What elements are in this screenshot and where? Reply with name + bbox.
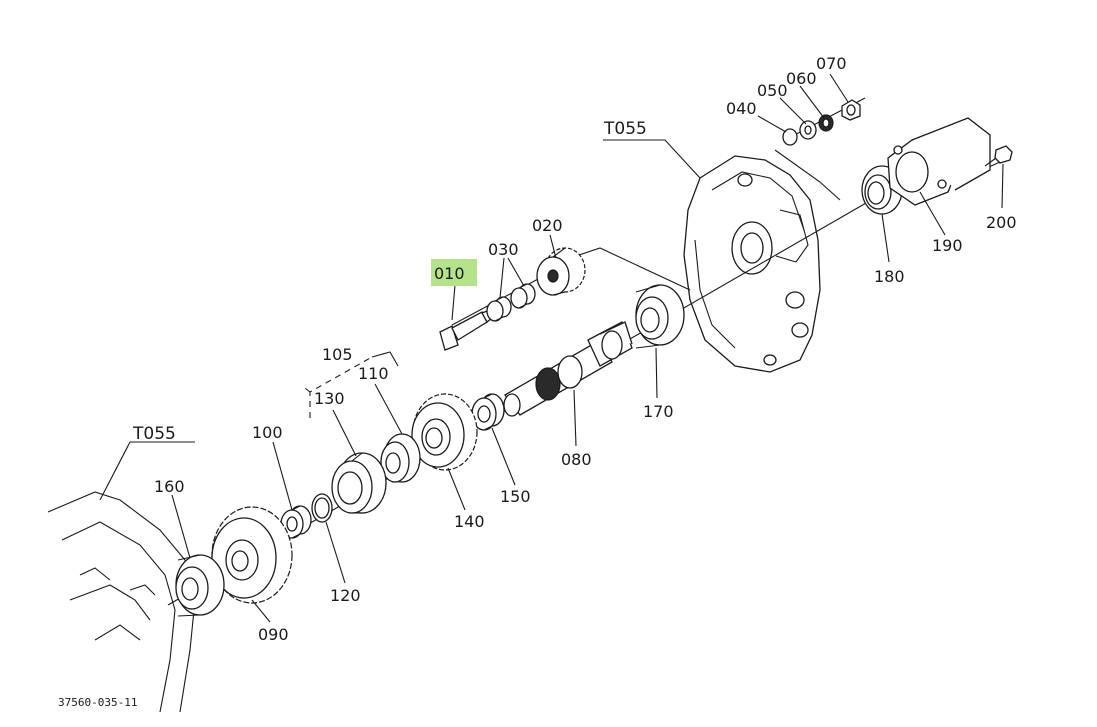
part-010-shaft[interactable]: [439, 309, 493, 351]
part-160-bearing[interactable]: [175, 554, 225, 617]
callout-105[interactable]: 105: [322, 345, 353, 364]
part-050-washer[interactable]: [799, 120, 817, 140]
transmission-case-upper: [683, 155, 821, 373]
part-030-bearings[interactable]: [486, 283, 536, 322]
callout-080[interactable]: 080: [561, 450, 592, 469]
callout-170[interactable]: 170: [643, 402, 674, 421]
part-060-lockwasher[interactable]: [818, 114, 834, 132]
callout-150[interactable]: 150: [500, 487, 531, 506]
callout-050[interactable]: 050: [757, 81, 788, 100]
part-120-ring[interactable]: [311, 493, 333, 523]
callout-100[interactable]: 100: [252, 423, 283, 442]
callout-090[interactable]: 090: [258, 625, 289, 644]
callout-020[interactable]: 020: [532, 216, 563, 235]
transmission-case-lower: [47, 491, 196, 713]
part-140-gear[interactable]: [411, 393, 478, 471]
part-040-oring[interactable]: [782, 128, 798, 146]
group-105-bracket: [304, 351, 399, 418]
bolt-leader: [774, 149, 841, 201]
part-200-screw[interactable]: [984, 145, 1013, 167]
callout-130[interactable]: 130: [314, 389, 345, 408]
callout-160[interactable]: 160: [154, 477, 185, 496]
callout-140[interactable]: 140: [454, 512, 485, 531]
callout-200[interactable]: 200: [986, 213, 1017, 232]
part-080-shaft[interactable]: [503, 321, 633, 417]
callout-060[interactable]: 060: [786, 69, 817, 88]
section-label-left: T055: [132, 424, 176, 444]
callout-010[interactable]: 010: [434, 264, 465, 283]
callout-070[interactable]: 070: [816, 54, 847, 73]
callout-040[interactable]: 040: [726, 99, 757, 118]
part-130-sleeve[interactable]: [331, 452, 387, 514]
drawing-number: 37560-035-11: [58, 696, 137, 709]
highlight-box-010: [431, 259, 477, 286]
callout-120[interactable]: 120: [330, 586, 361, 605]
part-170-bearing[interactable]: [635, 284, 685, 349]
callout-190[interactable]: 190: [932, 236, 963, 255]
callout-180[interactable]: 180: [874, 267, 905, 286]
part-090-gear[interactable]: [211, 506, 293, 604]
callout-030[interactable]: 030: [488, 240, 519, 259]
callout-110[interactable]: 110: [358, 364, 389, 383]
section-label-top: T055: [603, 119, 647, 139]
part-070-nut[interactable]: [841, 99, 861, 121]
part-110-hub[interactable]: [380, 433, 421, 483]
part-150-bearing[interactable]: [471, 393, 505, 431]
part-190-cover[interactable]: [887, 117, 991, 206]
part-020-pinion[interactable]: [536, 247, 586, 296]
leader-lines: [99, 73, 1004, 623]
